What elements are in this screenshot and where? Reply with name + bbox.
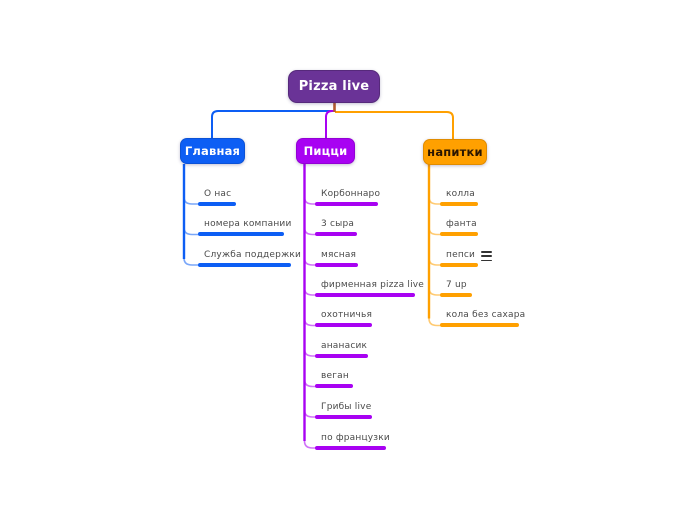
topic-underline bbox=[315, 293, 415, 297]
topic-leaf[interactable]: веган bbox=[315, 370, 353, 388]
branch-connector-purple bbox=[325, 110, 335, 138]
topic-leaf[interactable]: 3 сыра bbox=[315, 218, 357, 236]
leaf-curves-glavnaya bbox=[183, 196, 200, 266]
topic-underline bbox=[315, 446, 386, 450]
topic-underline bbox=[315, 354, 368, 358]
topic-underline bbox=[315, 323, 372, 327]
topic-label: 3 сыра bbox=[321, 219, 355, 229]
topic-label: фанта bbox=[446, 219, 477, 229]
topic-label: Корбоннаро bbox=[321, 189, 381, 199]
topic-leaf[interactable]: номера компании bbox=[198, 218, 292, 236]
topic-underline bbox=[440, 202, 478, 206]
branch-connector-orange bbox=[335, 111, 454, 139]
topic-label: Грибы live bbox=[321, 402, 372, 412]
topic-leaf[interactable]: Корбоннаро bbox=[315, 188, 380, 206]
topic-underline bbox=[198, 263, 291, 267]
topic-leaf[interactable]: колла bbox=[440, 188, 478, 206]
topic-leaf[interactable]: фирменная pizza live bbox=[315, 279, 424, 297]
topic-underline bbox=[198, 202, 236, 206]
topic-leaf[interactable]: Служба поддержки bbox=[198, 249, 301, 267]
leaf-curves-pizzi bbox=[303, 196, 317, 449]
topic-leaf[interactable]: по французки bbox=[315, 432, 390, 450]
topic-label: охотничья bbox=[321, 310, 373, 320]
topic-label: 7 up bbox=[446, 280, 467, 290]
topic-underline bbox=[315, 232, 357, 236]
topic-underline bbox=[440, 263, 478, 267]
topic-label: ананасик bbox=[321, 341, 368, 351]
branch-node-napitki[interactable]: напитки bbox=[423, 139, 487, 165]
topic-label: фирменная pizza live bbox=[321, 280, 425, 290]
topic-label: колла bbox=[446, 189, 475, 199]
root-node-pizza-live[interactable]: Pizza live bbox=[288, 70, 380, 103]
topic-leaf[interactable]: мясная bbox=[315, 249, 358, 267]
topic-underline bbox=[315, 263, 358, 267]
topic-leaf[interactable]: Грибы live bbox=[315, 401, 372, 419]
topic-leaf[interactable]: О нас bbox=[198, 188, 236, 206]
leaf-curves-napitki bbox=[428, 196, 442, 327]
branch-node-pizzi[interactable]: Пицци bbox=[296, 138, 355, 164]
topic-leaf[interactable]: охотничья bbox=[315, 309, 372, 327]
topic-underline bbox=[440, 293, 472, 297]
topic-leaf[interactable]: 7 up bbox=[440, 279, 472, 297]
topic-label: номера компании bbox=[204, 219, 292, 229]
notes-icon[interactable] bbox=[481, 251, 492, 262]
topic-underline bbox=[315, 202, 378, 206]
topic-leaf[interactable]: пепси bbox=[440, 249, 478, 267]
topic-label: О нас bbox=[204, 189, 232, 199]
topic-leaf[interactable]: ананасик bbox=[315, 340, 368, 358]
branch-connector-blue bbox=[211, 110, 335, 138]
topic-leaf[interactable]: фанта bbox=[440, 218, 478, 236]
topic-label: кола без сахара bbox=[446, 310, 526, 320]
topic-label: Служба поддержки bbox=[204, 250, 302, 260]
topic-leaf[interactable]: кола без сахара bbox=[440, 309, 525, 327]
topic-underline bbox=[315, 384, 353, 388]
branch-node-glavnaya[interactable]: Главная bbox=[180, 138, 245, 164]
topic-underline bbox=[198, 232, 284, 236]
topic-underline bbox=[440, 323, 519, 327]
topic-label: мясная bbox=[321, 250, 357, 260]
topic-underline bbox=[440, 232, 478, 236]
topic-label: по французки bbox=[321, 433, 390, 443]
topic-label: пепси bbox=[446, 250, 476, 260]
topic-label: веган bbox=[321, 371, 349, 381]
topic-underline bbox=[315, 415, 372, 419]
